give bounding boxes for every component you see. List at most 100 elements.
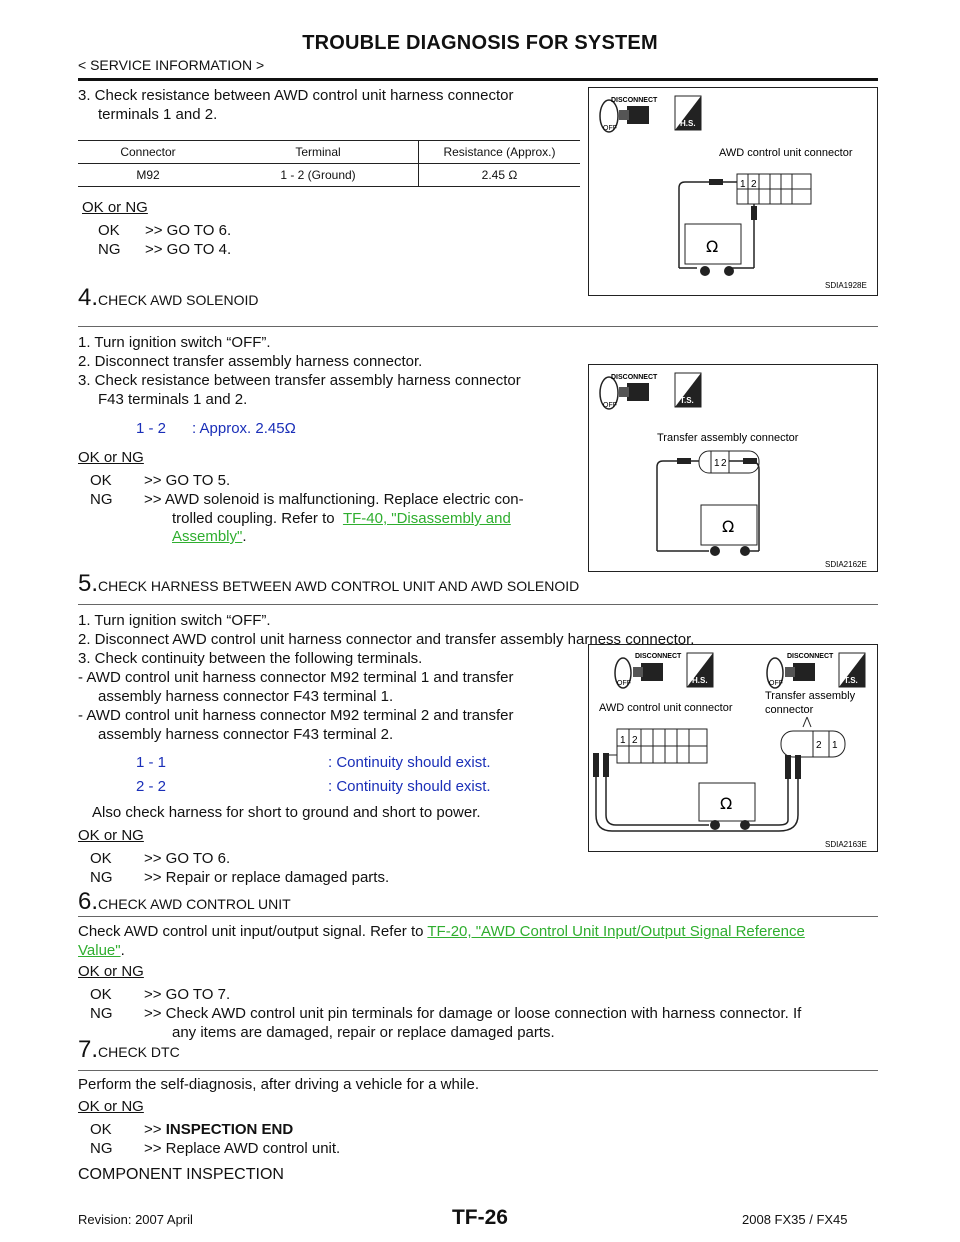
svg-text:DISCONNECT: DISCONNECT — [611, 374, 658, 381]
connector-label: AWD control unit connector — [719, 147, 853, 159]
step4-spec-value: : Approx. 2.45Ω — [192, 420, 296, 437]
table-header-cell: Resistance (Approx.) — [443, 145, 556, 159]
step4-spec-terminals: 1 - 2 — [136, 420, 167, 437]
step6-text: Check AWD control unit input/output sign… — [78, 923, 805, 940]
step7-ng-result: >> Replace AWD control unit. — [144, 1140, 341, 1157]
step5-line: 2. Disconnect AWD control unit harness c… — [78, 631, 695, 648]
svg-text:1: 1 — [620, 735, 626, 746]
component-inspection-heading: COMPONENT INSPECTION — [78, 1166, 284, 1183]
step5-spec2-value: : Continuity should exist. — [328, 778, 491, 795]
svg-text:2: 2 — [816, 740, 822, 751]
step6-rule — [78, 916, 878, 917]
svg-text:H.S.: H.S. — [692, 676, 708, 685]
step5-ng-result: >> Repair or replace damaged parts. — [144, 869, 390, 886]
disassembly-link-cont[interactable]: Assembly" — [172, 528, 243, 545]
table-header-cell: Connector — [120, 145, 176, 159]
svg-text:1: 1 — [832, 740, 838, 751]
step3-instruction-line2: terminals 1 and 2. — [98, 106, 218, 123]
step4-ng-result-cont2: Assembly". — [172, 528, 247, 545]
svg-text:OFF: OFF — [769, 680, 783, 687]
step4-ng-result-cont: trolled coupling. Refer to TF-40, "Disas… — [172, 510, 511, 527]
svg-text:DISCONNECT: DISCONNECT — [787, 653, 834, 660]
step6-text-cont: Value". — [78, 942, 125, 959]
step5-also-check: Also check harness for short to ground a… — [92, 804, 481, 821]
step7-ok-or-ng: OK or NG — [78, 1098, 144, 1115]
disconnect-label: DISCONNECT — [611, 97, 658, 104]
step5-spec1-terminals: 1 - 1 — [136, 754, 167, 771]
step7-title: CHECK DTC — [98, 1044, 180, 1060]
step5-line: - AWD control unit harness connector M92… — [78, 707, 514, 724]
revision-label: Revision: 2007 April — [78, 1212, 193, 1227]
transfer-side-badge-icon: T.S. — [674, 372, 702, 408]
figure-harness-continuity: OFF DISCONNECT H.S. OFF DISCONNECT T.S. … — [588, 644, 878, 852]
table-cell: 1 - 2 (Ground) — [218, 163, 419, 186]
disconnect-icon: OFF DISCONNECT — [599, 374, 658, 410]
step3-instruction-line1: 3. Check resistance between AWD control … — [78, 87, 514, 104]
step4-heading: 4.CHECK AWD SOLENOID — [78, 284, 259, 312]
step7-ok-label: OK — [90, 1121, 112, 1138]
header-rule — [78, 78, 878, 81]
table-row: M92 1 - 2 (Ground) 2.45 Ω — [78, 163, 580, 186]
disconnect-icon-left: OFF DISCONNECT — [614, 653, 682, 689]
svg-text:T.S.: T.S. — [844, 676, 858, 685]
step4-ok-or-ng: OK or NG — [78, 449, 144, 466]
step3-ok-result: >> GO TO 6. — [145, 222, 232, 239]
step4-rule — [78, 326, 878, 327]
step4-ng-label: NG — [90, 491, 113, 508]
step5-title: CHECK HARNESS BETWEEN AWD CONTROL UNIT A… — [98, 578, 580, 594]
step6-ng-label: NG — [90, 1005, 113, 1022]
step4-line: 2. Disconnect transfer assembly harness … — [78, 353, 423, 370]
table-header-cell: Terminal — [218, 141, 419, 164]
figure-transfer-connector-resistance: OFF DISCONNECT T.S. Transfer assembly co… — [588, 364, 878, 572]
step3-ng-result: >> GO TO 4. — [145, 241, 232, 258]
disconnect-icon-right: OFF DISCONNECT — [766, 653, 834, 689]
svg-text:2: 2 — [632, 735, 638, 746]
svg-text:2: 2 — [751, 179, 757, 190]
svg-text:OFF: OFF — [617, 680, 631, 687]
step5-line: assembly harness connector F43 terminal … — [98, 726, 394, 743]
section-label: < SERVICE INFORMATION > — [78, 57, 265, 73]
disassembly-link[interactable]: TF-40, "Disassembly and — [342, 510, 511, 527]
step4-ng-result: >> AWD solenoid is malfunctioning. Repla… — [144, 491, 524, 508]
figure-id: SDIA2163E — [825, 840, 867, 849]
model-label: 2008 FX35 / FX45 — [742, 1212, 848, 1227]
table-cell: 2.45 Ω — [481, 168, 518, 182]
step5-line: - AWD control unit harness connector M92… — [78, 669, 514, 686]
page-number: TF-26 — [451, 1206, 508, 1229]
step5-ok-label: OK — [90, 850, 112, 867]
figure-id: SDIA2162E — [825, 560, 867, 569]
ohmmeter-icon: Ω — [720, 794, 732, 813]
step6-ok-result: >> GO TO 7. — [144, 986, 231, 1003]
step3-ng-label: NG — [98, 241, 121, 258]
step6-title: CHECK AWD CONTROL UNIT — [98, 896, 291, 912]
figure-id: SDIA1928E — [825, 281, 867, 290]
figure-awd-connector-resistance: OFF DISCONNECT H.S. AWD control unit con… — [588, 87, 878, 296]
wiring-diagram: OFF DISCONNECT H.S. OFF DISCONNECT T.S. … — [593, 652, 867, 849]
svg-text:1: 1 — [714, 458, 720, 469]
step4-ok-result: >> GO TO 5. — [144, 472, 231, 489]
wiring-diagram: OFF DISCONNECT T.S. Transfer assembly co… — [599, 372, 867, 569]
step4-number: 4. — [78, 284, 99, 311]
svg-text:T.S.: T.S. — [680, 396, 694, 405]
step4-line: F43 terminals 1 and 2. — [98, 391, 248, 408]
step3-ok-label: OK — [98, 222, 120, 239]
step5-line: 3. Check continuity between the followin… — [78, 650, 423, 667]
ohmmeter-icon: Ω — [722, 517, 734, 536]
step6-number: 6. — [78, 888, 99, 915]
step4-line: 3. Check resistance between transfer ass… — [78, 372, 521, 389]
step4-title: CHECK AWD SOLENOID — [98, 292, 259, 308]
signal-reference-link[interactable]: TF-20, "AWD Control Unit Input/Output Si… — [427, 923, 805, 940]
resistance-table: Connector Terminal Resistance (Approx.) … — [78, 140, 580, 187]
off-label: OFF — [603, 125, 617, 132]
step5-spec1-value: : Continuity should exist. — [328, 754, 491, 771]
svg-text:H.S.: H.S. — [680, 119, 696, 128]
table-header-row: Connector Terminal Resistance (Approx.) — [78, 141, 580, 164]
step5-ok-result: >> GO TO 6. — [144, 850, 231, 867]
ohmmeter-icon: Ω — [706, 237, 718, 256]
step7-ok-result: >> INSPECTION END — [144, 1121, 294, 1138]
step7-number: 7. — [78, 1036, 99, 1063]
signal-reference-link-cont[interactable]: Value" — [78, 942, 121, 959]
transfer-side-badge-icon: T.S. — [838, 652, 866, 688]
step3-ok-or-ng: OK or NG — [82, 199, 148, 216]
harness-side-badge-icon: H.S. — [674, 95, 702, 131]
